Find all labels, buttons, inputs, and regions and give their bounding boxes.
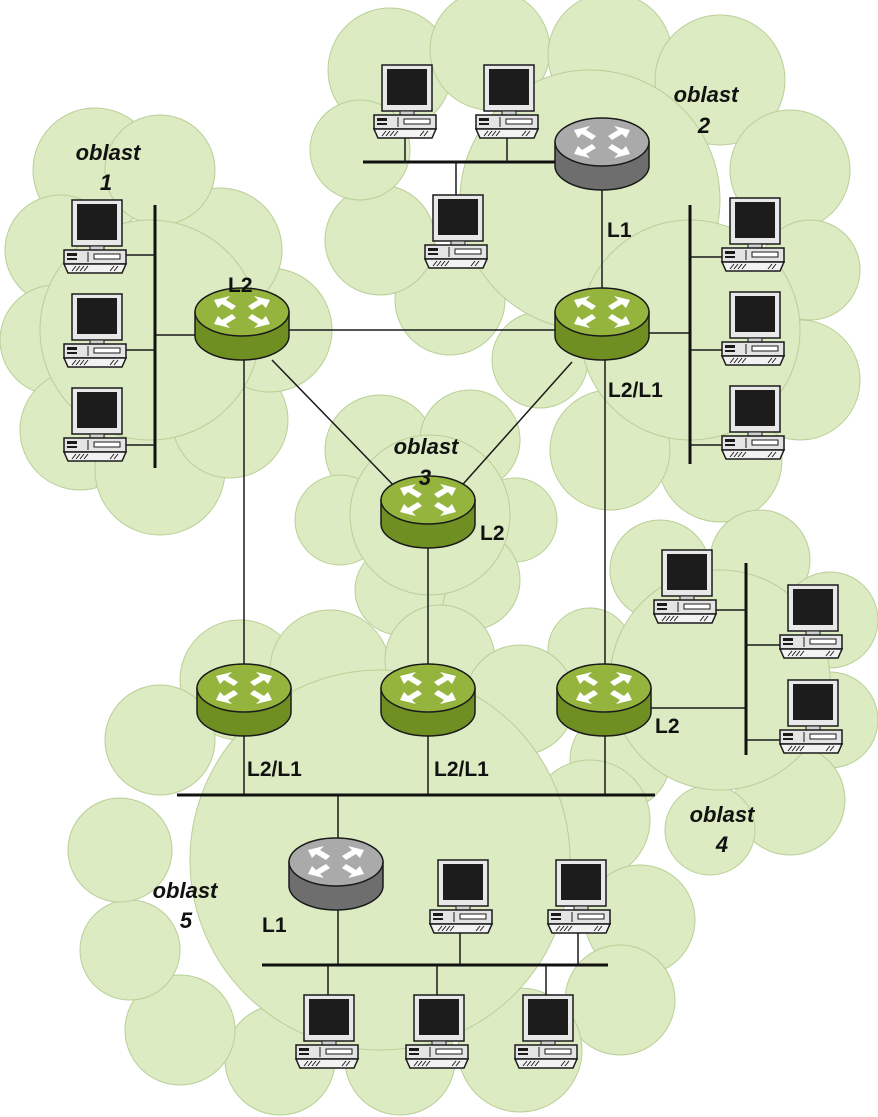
- router-label-area4: L2: [655, 715, 680, 738]
- router-labels: L2 L1 L2/L1 L2 L2 L2/L1 L2/L1 L1: [228, 219, 680, 937]
- buses: [153, 160, 748, 967]
- router-icon: [194, 287, 290, 361]
- area-3-number: 3: [419, 465, 431, 490]
- computer-icon: [405, 994, 469, 1069]
- router-label-area5-left: L2/L1: [247, 758, 302, 781]
- computer-icon: [63, 293, 127, 368]
- router-label-area2-l2l1: L2/L1: [608, 379, 663, 402]
- computer-icon: [721, 385, 785, 460]
- computer-icon: [721, 291, 785, 366]
- computer-icon: [63, 387, 127, 462]
- computer-icon: [475, 64, 539, 139]
- link-r2-r3: [455, 361, 573, 493]
- computer-icon: [653, 549, 717, 624]
- router-icon: [554, 287, 650, 361]
- router-icon: [380, 663, 476, 737]
- link-r1-r3: [271, 359, 401, 493]
- router-icon: [196, 663, 292, 737]
- computer-icon: [373, 64, 437, 139]
- area-3-label: oblast: [394, 434, 460, 459]
- router-label-area5-mid: L2/L1: [434, 758, 489, 781]
- area-4-cloud: [547, 509, 878, 876]
- router-label-area2-l1: L1: [607, 219, 632, 242]
- area-2-label: oblast: [674, 82, 740, 107]
- computer-icon: [721, 197, 785, 272]
- router-label-area5-l1: L1: [262, 914, 287, 937]
- router-icon: [288, 837, 384, 911]
- computer-icon: [63, 199, 127, 274]
- area-5-label: oblast: [153, 878, 219, 903]
- computer-icon: [429, 859, 493, 934]
- area-1-number: 1: [100, 170, 112, 195]
- router-icon: [556, 663, 652, 737]
- computer-icon: [547, 859, 611, 934]
- area-1-label: oblast: [76, 140, 142, 165]
- router-icon: [554, 117, 650, 191]
- router-label-area1: L2: [228, 274, 253, 297]
- area-4-label: oblast: [690, 802, 756, 827]
- computer-icon: [424, 194, 488, 269]
- computer-icon: [514, 994, 578, 1069]
- computer-icon: [779, 584, 843, 659]
- area-4-number: 4: [715, 832, 728, 857]
- area-2-number: 2: [697, 113, 711, 138]
- router-label-area3: L2: [480, 522, 505, 545]
- computer-icon: [779, 679, 843, 754]
- area-labels: oblast 1 oblast 2 oblast 3 oblast 4 obla…: [76, 82, 756, 933]
- computer-icon: [295, 994, 359, 1069]
- area-5-number: 5: [180, 908, 193, 933]
- area-5-cloud: [67, 604, 696, 1116]
